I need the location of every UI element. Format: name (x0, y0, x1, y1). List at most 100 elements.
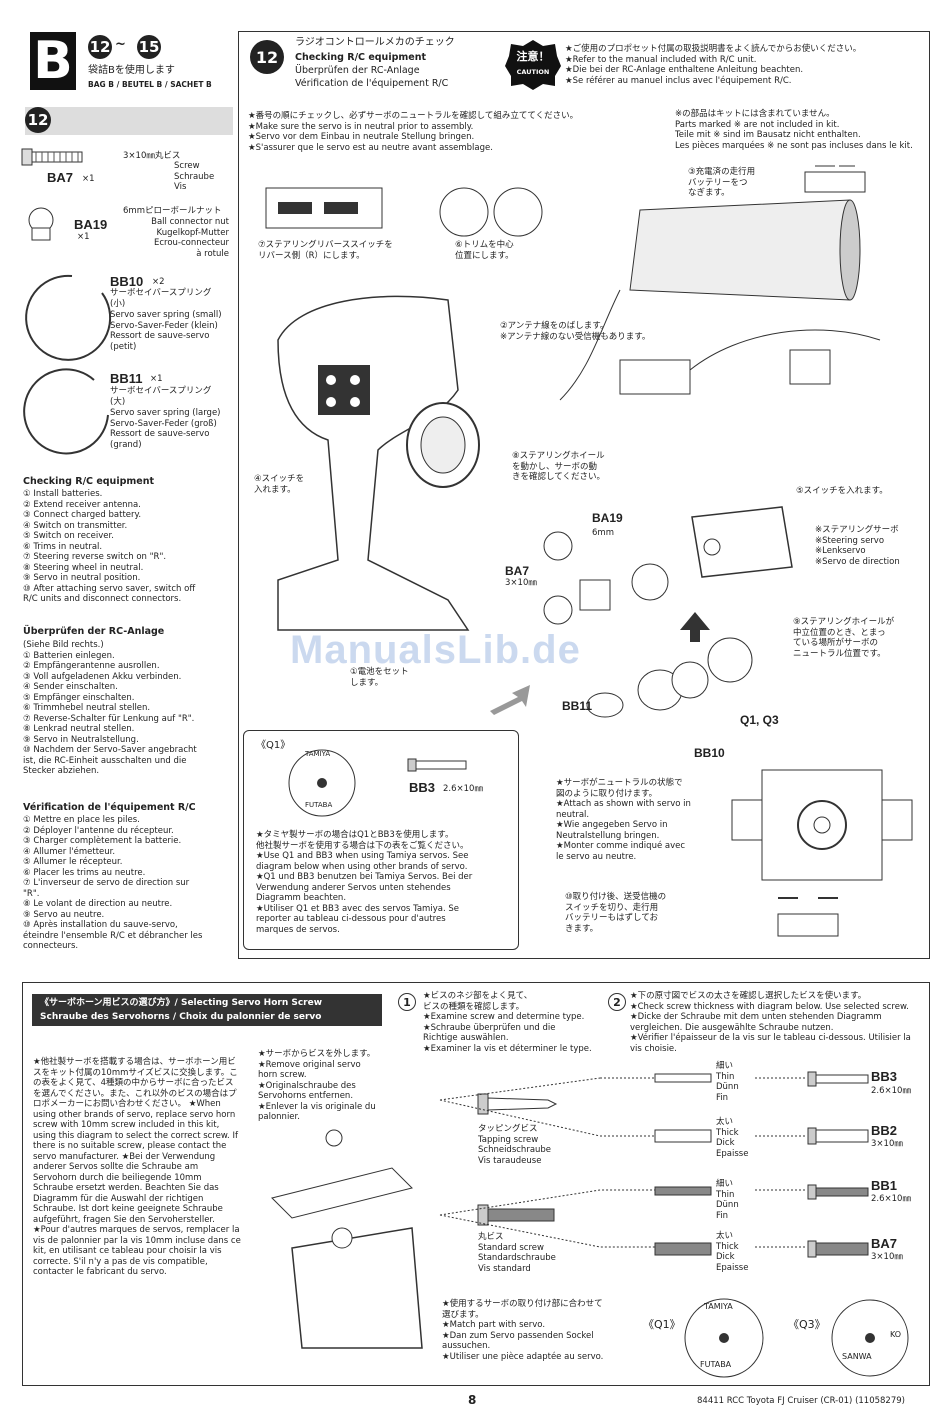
bb11-jp: サーボセイバースプリング (大) (110, 386, 212, 407)
bb3-result-icon (807, 1071, 869, 1087)
bb10-spring-icon (25, 274, 112, 361)
step-12-title-de: Überprüfen der RC-Anlage (295, 65, 420, 76)
thin-label-2: 細い Thin Dünn Fin (716, 1179, 739, 1221)
step-range-sep: ~ (115, 37, 126, 52)
bb1-result-size: 2.6×10㎜ (871, 1194, 911, 1204)
ba19-qty: ×1 (77, 232, 90, 242)
ba7-jp: 3×10㎜丸ビス (123, 151, 181, 161)
selecting-step-1-text: ★ビスのネジ部をよく見て、 ビスの種類を確認します。 ★Examine scre… (423, 991, 592, 1054)
ba7-result-size: 3×10㎜ (871, 1252, 903, 1262)
servo-label: ※ステアリングサーボ ※Steering servo ※Lenkservo ※S… (815, 525, 900, 567)
check-fr-title: Vérification de l'équipement R/C (23, 802, 196, 813)
selecting-step-2: 2 (608, 993, 626, 1011)
attach-note: ★サーボがニュートラルの状態で 図のように取り付けます。 ★Attach as … (556, 778, 691, 862)
check-7-label: ⑦ステアリングリバーススイッチを リバース側（R）にします。 (258, 240, 393, 261)
tamiya-horn-bottom-icon (684, 1298, 764, 1378)
ba19-code: BA19 (74, 217, 108, 232)
ba7-result: BA7 (871, 1236, 898, 1251)
ba7-qty: ×1 (82, 174, 95, 184)
q1-label-bottom: 《Q1》 (643, 1318, 681, 1331)
check-9-label: ⑨ステアリングホイールが 中立位置のとき、とまっ ている場所がサーボの ニュート… (793, 617, 895, 659)
bb1-result: BB1 (871, 1178, 898, 1193)
q3-label-bottom: 《Q3》 (788, 1318, 826, 1331)
inset-text: ★タミヤ製サーボの場合はQ1とBB3を使用します。 他社製サーボを使用する場合は… (256, 830, 473, 935)
step-12-title-jp: ラジオコントロールメカのチェック (295, 37, 455, 48)
tamiya-bottom: TAMIYA (704, 1302, 733, 1311)
step-range-end: 15 (137, 35, 161, 59)
servo-horn-drawing (271, 1129, 423, 1349)
check-5-label: ⑤スイッチを入れます。 (796, 486, 888, 496)
q1-inset-box (243, 730, 519, 950)
standard-label: 丸ビス Standard screw Standardschraube Vis … (478, 1232, 556, 1274)
parts-step-badge: 12 (25, 107, 51, 133)
check-de-items: (Siehe Bild rechts.) ① Batterien einlege… (23, 640, 197, 776)
bag-label: BAG B / BEUTEL B / SACHET B (88, 80, 212, 89)
thick-standard-icon (654, 1242, 712, 1256)
ba19-jp: 6mmピローボールナット (123, 206, 222, 216)
bb3-screw-icon (407, 758, 467, 772)
selecting-title-bar (32, 994, 382, 1026)
bb2-result-icon (807, 1127, 869, 1145)
arrow-gray-icon (490, 685, 530, 715)
doc-id: 84411 RCC Toyota FJ Cruiser (CR-01) (110… (697, 1396, 905, 1406)
selecting-left-note: ★他社製サーボを搭載する場合は、サーボホーン用ビスをキット付属の10mmサイズビ… (33, 1057, 241, 1277)
thick-tapping-icon (654, 1129, 712, 1143)
selecting-title-1: 《サーボホーン用ビスの選び方》/ Selecting Servo Horn Sc… (40, 998, 323, 1008)
watermark: ManualsLib.de (290, 628, 581, 672)
check-8-label: ⑧ステアリングホイール を動かし、サーボの動 きを確認してください。 (512, 451, 605, 482)
ba19-desc: Ball connector nut Kugelkopf-Mutter Ecro… (151, 217, 229, 259)
selecting-screw-panel (22, 982, 930, 1386)
servo-neutral-drawing (731, 769, 913, 881)
caution-text: ★ご使用のプロポセット付属の取扱説明書をよく読んでからお使いください。 ★Ref… (565, 44, 862, 86)
futaba-bottom: FUTABA (700, 1360, 732, 1369)
ba19-callout: BA19 (592, 511, 623, 525)
q-callout: Q1, Q3 (740, 713, 779, 727)
bb10-callout: BB10 (694, 746, 725, 760)
bb2-result-size: 3×10㎜ (871, 1139, 903, 1149)
bb11-spring-icon (23, 368, 109, 455)
servo-saver-exploded-drawing (543, 531, 753, 718)
thin-standard-icon (654, 1186, 712, 1196)
selecting-title-2: Schraube des Servohorns / Choix du palon… (40, 1012, 322, 1022)
selecting-step-1: 1 (398, 993, 416, 1011)
step-12-panel (238, 31, 930, 959)
sanwa-bottom: SANWA (842, 1352, 872, 1361)
step-12-title-fr: Vérification de l'équipement R/C (295, 78, 449, 89)
ba7-callout-size: 3×10㎜ (505, 578, 537, 588)
ba7-desc: Screw Schraube Vis (174, 161, 215, 192)
transmitter-drawing (265, 187, 543, 631)
thin-tapping-icon (654, 1073, 712, 1083)
ba7-callout: BA7 (505, 564, 530, 578)
match-note: ★使用するサーボの取り付け部に合わせて 選びます。 ★Match part wi… (442, 1299, 604, 1362)
ba19-callout-size: 6mm (592, 528, 614, 538)
section-letter: B (30, 31, 76, 91)
disconnect-connector-icon (777, 897, 839, 937)
bb11-callout: BB11 (562, 699, 593, 713)
bb10-jp: サーボセイバースプリング (小) (110, 288, 212, 309)
not-included-note: ※の部品はキットには含まれていません。 Parts marked ※ are n… (675, 109, 913, 151)
step-12-badge: 12 (250, 40, 284, 74)
bb10-qty: ×2 (152, 277, 165, 287)
caution-en: CAUTION (516, 68, 550, 76)
ba7-screw-icon (21, 148, 83, 166)
check-4-label: ④スイッチを 入れます。 (254, 474, 305, 495)
battery-receiver-drawing (559, 199, 881, 401)
ba19-nut-icon (28, 207, 54, 241)
bag-jp: 袋詰Bを使用します (88, 65, 175, 76)
step-12-bar (25, 107, 233, 135)
thick-label-2: 太い Thick Dick Epaisse (716, 1231, 749, 1273)
bb10-desc: Servo saver spring (small) Servo-Saver-F… (110, 310, 222, 352)
tapping-label: タッピングビス Tapping screw Schneidschraube Vi… (478, 1124, 552, 1166)
tapping-screw-icon (477, 1093, 558, 1115)
connector-icon (804, 165, 866, 193)
check-en-items: ① Install batteries. ② Extend receiver a… (23, 489, 196, 604)
caution-badge-icon (505, 40, 561, 90)
caution-jp: 注意！ (516, 50, 550, 63)
neutral-note: ★番号の順にチェックし、必ずサーボのニュートラルを確認して組み立ててください。 … (248, 111, 579, 153)
step-12-title-en: Checking R/C equipment (295, 52, 427, 63)
check-fr-items: ① Mettre en place les piles. ② Déployer … (23, 815, 203, 951)
arrow-icon (680, 612, 710, 642)
inset-bb3: BB3 (409, 780, 436, 795)
bb11-qty: ×1 (150, 374, 163, 384)
selecting-step-2-text: ★下の原寸図でビスの太さを確認し選択したビスを使います。 ★Check scre… (630, 991, 911, 1054)
